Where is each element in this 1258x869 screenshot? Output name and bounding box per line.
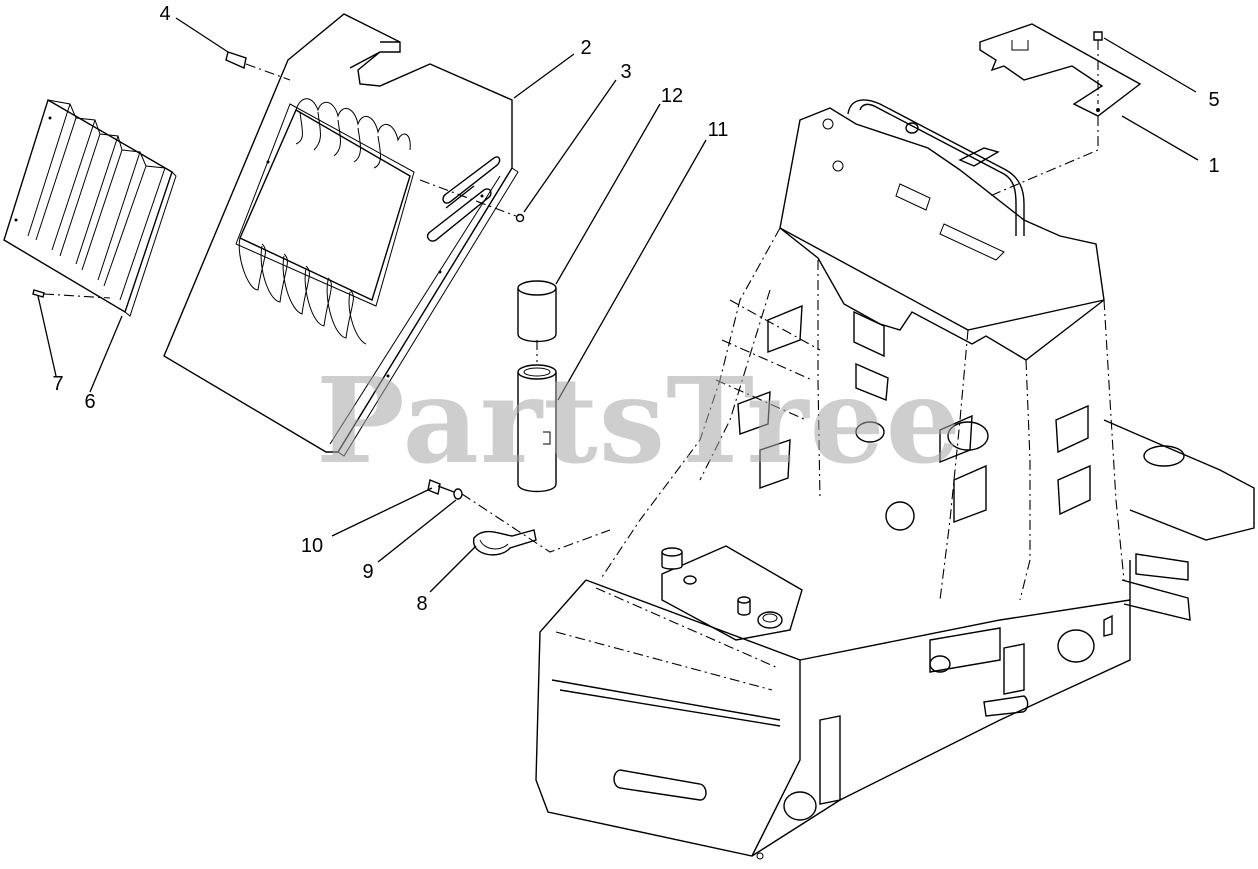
callout-7: 7 (52, 373, 64, 395)
leader-5 (1103, 37, 1197, 93)
leader-6 (89, 315, 123, 393)
screw-part-5 (1093, 31, 1103, 104)
callout-6: 6 (84, 391, 96, 413)
bolt-part-10 (427, 479, 455, 495)
callout-8: 8 (416, 593, 428, 615)
shroud-cover-part-2 (163, 13, 519, 457)
bracket-part-1 (979, 23, 1142, 117)
leader-2 (513, 53, 575, 99)
nut-part-3 (419, 179, 525, 223)
knob-fastener-part-4 (225, 51, 291, 81)
watermark: PartsTree (316, 351, 962, 490)
sleeve-part-12 (517, 280, 557, 343)
callout-9: 9 (362, 561, 374, 583)
leader-10 (331, 487, 433, 537)
screw-part-7 (32, 289, 111, 299)
callout-10: 10 (300, 535, 324, 557)
assembly-line-part-1 (989, 116, 1099, 197)
leader-3 (523, 79, 617, 213)
callout-1: 1 (1208, 155, 1220, 177)
callout-11: 11 (707, 119, 729, 141)
leader-12 (555, 103, 661, 285)
main-frame-assembly (535, 99, 1255, 860)
callout-3: 3 (620, 61, 632, 83)
leader-1 (1121, 115, 1199, 161)
tube-part-11 (517, 340, 557, 493)
washer-part-9 (453, 488, 463, 500)
callout-12: 12 (660, 85, 684, 107)
callout-2: 2 (580, 37, 592, 59)
leader-4 (175, 17, 229, 53)
leader-9 (377, 499, 457, 563)
leader-8 (429, 545, 477, 593)
leader-lines (37, 17, 1199, 593)
clamp-part-8 (461, 493, 611, 556)
leader-11 (557, 139, 707, 401)
callout-4: 4 (159, 3, 171, 25)
leader-7 (37, 295, 57, 377)
callout-5: 5 (1208, 89, 1220, 111)
grille-panel-part-6 (3, 98, 177, 317)
